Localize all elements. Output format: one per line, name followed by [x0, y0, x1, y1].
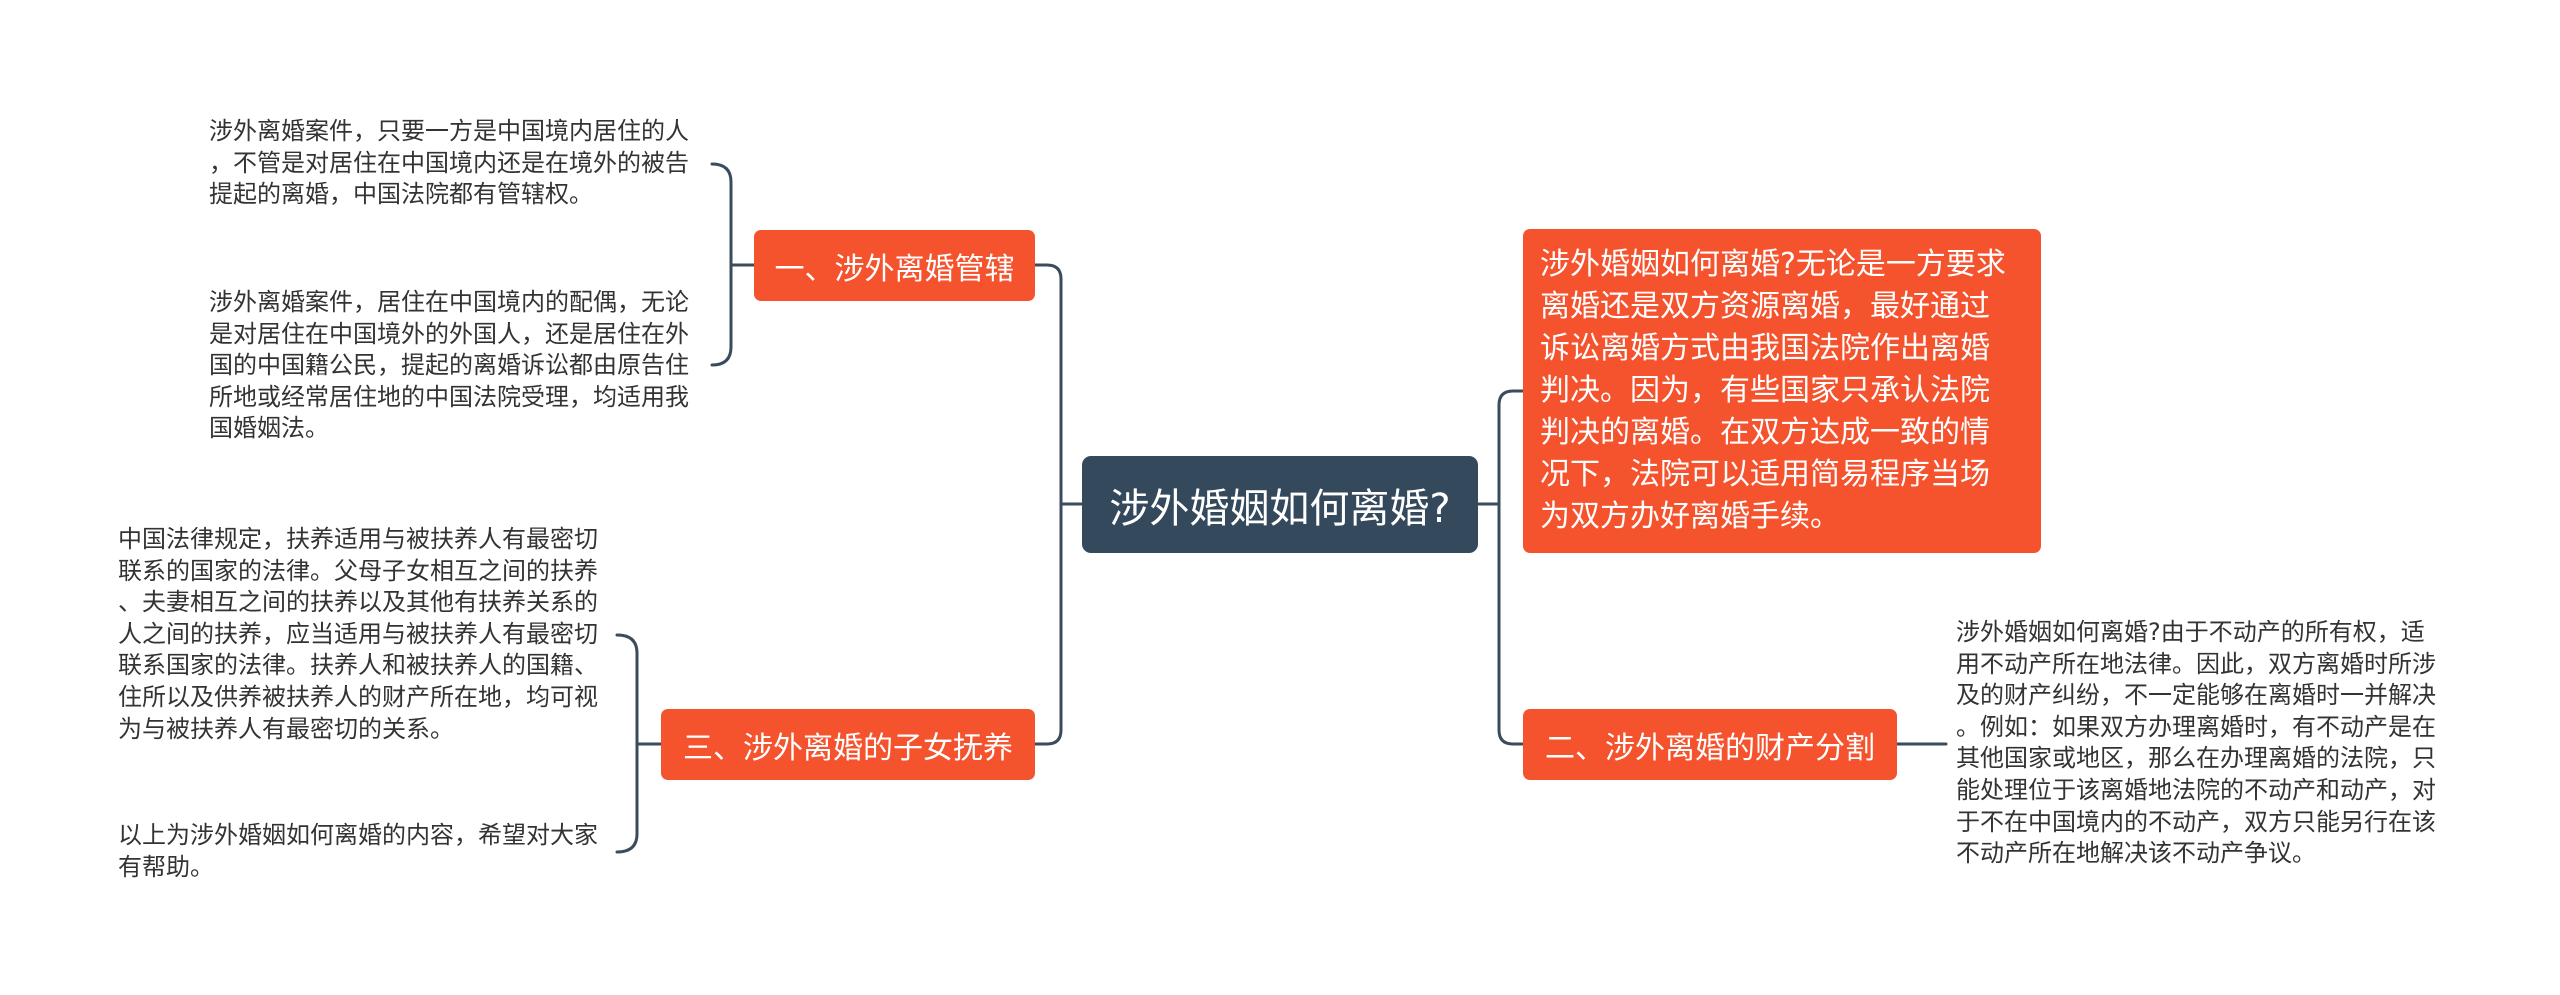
left-top-leaf-2: 涉外离婚案件，居住在中国境内的配偶，无论 是对居住在中国境外的外国人，还是居住在…: [209, 287, 689, 445]
left-bottom-leaf-2: 以上为涉外婚姻如何离婚的内容，希望对大家 有帮助。: [118, 820, 598, 883]
right-bottom-topic-label: 二、涉外离婚的财产分割: [1545, 730, 1875, 766]
leaf-line: 不动产所在地解决该不动产争议。: [1956, 839, 2316, 868]
leaf-line: 是对居住在中国境外的外国人，还是居住在外: [209, 319, 689, 348]
right-top-line: 判决的离婚。在双方达成一致的情: [1540, 415, 1990, 450]
central-topic-label: 涉外婚姻如何离婚?: [1109, 485, 1451, 532]
leaf-line: 、夫妻相互之间的扶养以及其他有扶养关系的: [118, 588, 598, 617]
leaf-line: 以上为涉外婚姻如何离婚的内容，希望对大家: [118, 821, 598, 849]
right-bottom-leaf: 涉外婚姻如何离婚?由于不动产的所有权，适 用不动产所在地法律。因此，双方离婚时所…: [1956, 617, 2436, 870]
leaf-line: 中国法律规定，扶养适用与被扶养人有最密切: [118, 525, 598, 553]
right-bottom-topic: 二、涉外离婚的财产分割: [1523, 709, 1897, 780]
leaf-line: 人之间的扶养，应当适用与被扶养人有最密切: [118, 619, 598, 648]
right-top-line: 诉讼离婚方式由我国法院作出离婚: [1540, 331, 1990, 366]
leaf-line: ，不管是对居住在中国境内还是在境外的被告: [209, 148, 689, 177]
right-top-line: 况下，法院可以适用简易程序当场: [1540, 457, 1990, 492]
left-top-leaf-1: 涉外离婚案件，只要一方是中国境内居住的人 ，不管是对居住在中国境内还是在境外的被…: [209, 116, 689, 211]
right-top-topic: 涉外婚姻如何离婚?无论是一方要求 离婚还是双方资源离婚，最好通过 诉讼离婚方式由…: [1523, 229, 2041, 553]
bracket-left-bottom: [615, 633, 663, 854]
right-top-line: 离婚还是双方资源离婚，最好通过: [1540, 289, 1990, 324]
leaf-line: 国婚姻法。: [209, 414, 329, 443]
right-top-line: 判决。因为，有些国家只承认法院: [1540, 373, 1990, 408]
left-bottom-leaf-1: 中国法律规定，扶养适用与被扶养人有最密切 联系的国家的法律。父母子女相互之间的扶…: [118, 524, 598, 745]
left-top-topic: 一、涉外离婚管辖: [754, 230, 1035, 301]
connector-center-left: [1033, 263, 1084, 746]
leaf-line: 国的中国籍公民，提起的离婚诉讼都由原告住: [209, 351, 689, 380]
leaf-line: 涉外离婚案件，只要一方是中国境内居住的人: [209, 117, 689, 145]
leaf-line: 能处理位于该离婚地法院的不动产和动产，对: [1956, 775, 2436, 804]
leaf-line: 涉外婚姻如何离婚?由于不动产的所有权，适: [1956, 618, 2425, 646]
right-top-line: 涉外婚姻如何离婚?无论是一方要求: [1540, 247, 2006, 282]
leaf-line: 其他国家或地区，那么在办理离婚的法院，只: [1956, 744, 2436, 773]
leaf-line: 涉外离婚案件，居住在中国境内的配偶，无论: [209, 288, 689, 316]
leaf-line: 提起的离婚，中国法院都有管辖权。: [209, 180, 593, 209]
leaf-line: 所地或经常居住地的中国法院受理，均适用我: [209, 382, 689, 411]
leaf-line: 有帮助。: [118, 852, 214, 881]
leaf-line: 于不在中国境内的不动产，双方只能另行在该: [1956, 807, 2436, 836]
leaf-line: 。例如：如果双方办理离婚时，有不动产是在: [1956, 712, 2436, 741]
central-topic: 涉外婚姻如何离婚?: [1082, 456, 1478, 553]
leaf-line: 用不动产所在地法律。因此，双方离婚时所涉: [1956, 649, 2436, 678]
right-top-line: 为双方办好离婚手续。: [1540, 499, 1840, 534]
leaf-line: 联系的国家的法律。父母子女相互之间的扶养: [118, 556, 598, 585]
leaf-line: 联系国家的法律。扶养人和被扶养人的国籍、: [118, 651, 598, 680]
left-bottom-topic: 三、涉外离婚的子女抚养: [661, 709, 1035, 780]
connector-center-right: [1476, 389, 1525, 746]
bracket-left-top: [710, 162, 756, 367]
leaf-line: 为与被扶养人有最密切的关系。: [118, 714, 454, 743]
leaf-line: 住所以及供养被扶养人的财产所在地，均可视: [118, 682, 598, 711]
left-top-topic-label: 一、涉外离婚管辖: [774, 251, 1015, 287]
leaf-line: 及的财产纠纷，不一定能够在离婚时一并解决: [1956, 681, 2436, 710]
left-bottom-topic-label: 三、涉外离婚的子女抚养: [683, 730, 1013, 766]
